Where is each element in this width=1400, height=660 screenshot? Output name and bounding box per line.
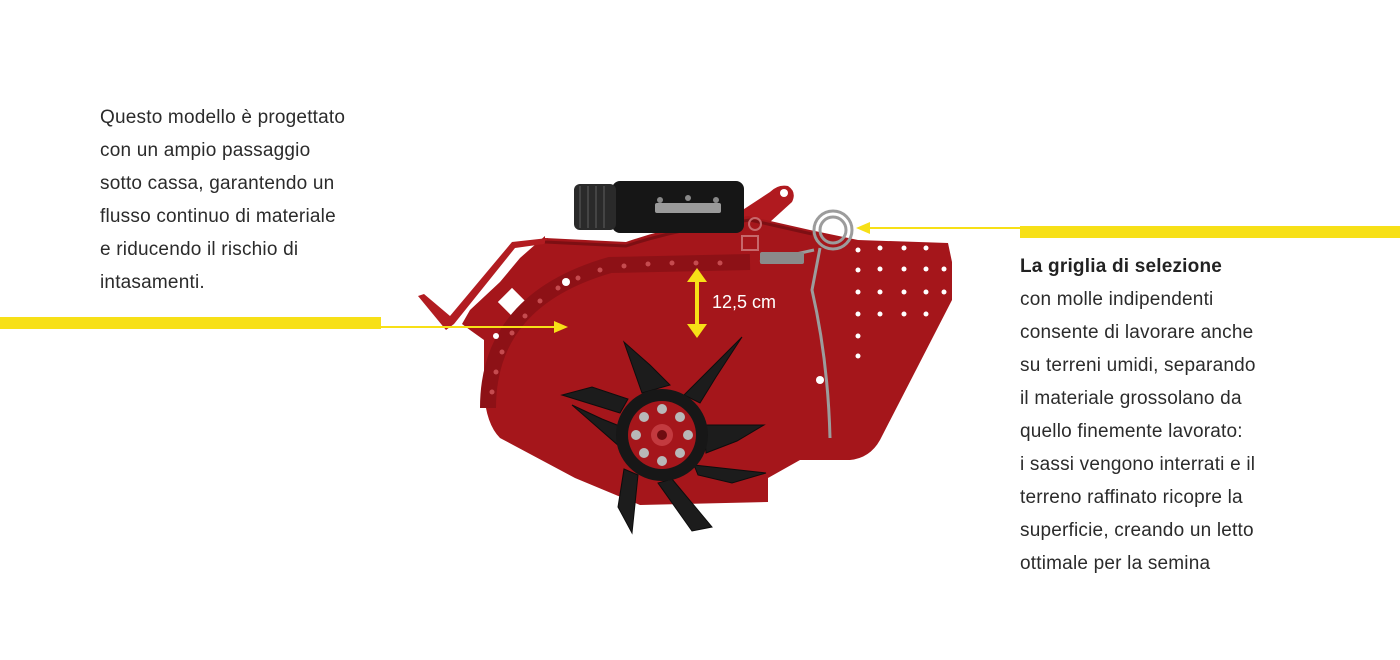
left-text-line: con un ampio passaggio <box>100 140 311 161</box>
right-description: La griglia di selezione con molle indipe… <box>1020 250 1320 580</box>
right-text-line: con molle indipendenti <box>1020 289 1214 310</box>
double-arrow-icon <box>687 268 707 338</box>
right-text-line: terreno raffinato ricopre la <box>1020 487 1243 508</box>
right-text-line: ottimale per la semina <box>1020 553 1211 574</box>
left-text-line: intasamenti. <box>100 272 205 293</box>
left-text-line: sotto cassa, garantendo un <box>100 173 335 194</box>
pointer-left <box>381 321 568 333</box>
body-hole <box>562 278 570 286</box>
left-text-line: e riducendo il rischio di <box>100 239 299 260</box>
hole-grid <box>855 245 947 359</box>
tine-mount <box>760 252 804 264</box>
top-bracket <box>735 185 794 222</box>
left-arm <box>418 238 548 330</box>
right-text-line: quello finemente lavorato: <box>1020 421 1243 442</box>
pointer-right <box>856 222 1020 234</box>
hydraulic-cylinder <box>574 181 744 233</box>
body-hole <box>816 376 824 384</box>
left-accent-band <box>0 317 381 329</box>
left-text-line: flusso continuo di materiale <box>100 206 336 227</box>
left-text-line: Questo modello è progettato <box>100 107 346 128</box>
right-text-line: i sassi vengono interrati e il <box>1020 454 1256 475</box>
body-hole <box>493 333 499 339</box>
right-text-line: superficie, creando un letto <box>1020 520 1254 541</box>
left-description: Questo modello è progettato con un ampio… <box>100 101 400 299</box>
right-accent-band <box>1020 226 1400 238</box>
right-text-line: su terreni umidi, separando <box>1020 355 1256 376</box>
guide-rail <box>480 254 751 409</box>
rotor <box>560 336 767 535</box>
dimension-label: 12,5 cm <box>712 292 777 312</box>
fitting <box>748 217 762 231</box>
rail-bolts <box>489 260 723 395</box>
right-text-title: La griglia di selezione <box>1020 256 1223 277</box>
fitting <box>741 235 759 251</box>
right-text-line: consente di lavorare anche <box>1020 322 1254 343</box>
right-text-line: il materiale grossolano da <box>1020 388 1242 409</box>
